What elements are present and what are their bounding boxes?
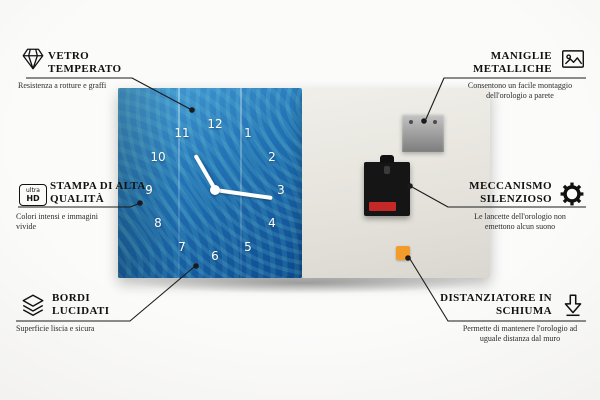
layers-icon [20, 292, 46, 318]
callout-stampa-alta-qualita: ultra HD STAMPA DI ALTA QUALITÀ Colori i… [14, 176, 154, 248]
mechanism-hanger-slot [384, 166, 390, 174]
battery [369, 202, 396, 211]
clock-numeral: 11 [174, 126, 190, 140]
glass-seam [240, 88, 242, 278]
clock-numeral: 9 [145, 183, 153, 197]
callout-subtitle: Permette di mantenere l'orologio ad ugua… [462, 324, 578, 343]
callout-title: DISTANZIATORE IN SCHIUMA [440, 292, 552, 317]
clock-back-panel [302, 88, 490, 278]
clock-numeral: 8 [154, 216, 162, 230]
clock-numeral: 3 [277, 183, 285, 197]
glass-seam [178, 88, 180, 278]
clock-numeral: 7 [178, 240, 186, 254]
callout-vetro-temperato: VETRO TEMPERATO Resistenza a rotture e g… [14, 44, 154, 116]
clock-numeral: 12 [207, 117, 223, 131]
clock-minute-hand [214, 188, 273, 200]
mechanism-hanger [380, 155, 394, 163]
callout-subtitle: Resistenza a rotture e graffi [18, 81, 107, 90]
clock-mechanism [364, 155, 410, 216]
foam-spacer [396, 246, 410, 260]
ultra-hd-icon-bottom: HD [26, 193, 40, 203]
clock-front-panel: 1 2 3 4 5 6 7 8 9 10 11 12 [118, 88, 302, 278]
ultra-hd-icon: ultra HD [19, 184, 47, 206]
glass-fold-shade [118, 88, 178, 278]
callout-title: MECCANISMO SILENZIOSO [469, 180, 552, 205]
clock-numeral: 5 [244, 240, 252, 254]
callout-distanziatore-schiuma: DISTANZIATORE IN SCHIUMA Permette di man… [434, 288, 586, 360]
down-arrow-icon [560, 292, 586, 318]
callout-subtitle: Colori intensi e immagini vivide [16, 212, 98, 231]
callout-subtitle: Superficie liscia e sicura [16, 324, 95, 333]
callout-subtitle: Consentono un facile montaggio dell'orol… [467, 81, 573, 100]
plate-hole [409, 120, 413, 124]
callout-title: MANIGLIE METALLICHE [473, 50, 552, 75]
metal-handle-plate [402, 114, 444, 152]
clock-numeral: 4 [268, 216, 276, 230]
clock-center-cap [210, 185, 220, 195]
diamond-icon [20, 46, 46, 72]
callout-subtitle: Le lancette dell'orologio non emettono a… [474, 212, 566, 231]
callout-title: BORDI LUCIDATI [52, 292, 110, 317]
callout-bordi-lucidati: BORDI LUCIDATI Superficie liscia e sicur… [14, 288, 154, 360]
callout-maniglie-metalliche: MANIGLIE METALLICHE Consentono un facile… [434, 44, 586, 116]
ultra-hd-icon-top: ultra [26, 186, 40, 194]
callout-title: STAMPA DI ALTA QUALITÀ [50, 180, 146, 205]
callout-meccanismo-silenzioso: MECCANISMO SILENZIOSO Le lancette dell'o… [434, 176, 586, 248]
clock-numeral: 2 [268, 150, 276, 164]
plate-hole [433, 120, 437, 124]
clock-numeral: 10 [150, 150, 166, 164]
picture-frame-icon [560, 46, 586, 72]
clock-numeral: 6 [211, 249, 219, 263]
callout-title: VETRO TEMPERATO [48, 50, 122, 75]
clock-numeral: 1 [244, 126, 252, 140]
gear-icon [558, 180, 586, 208]
